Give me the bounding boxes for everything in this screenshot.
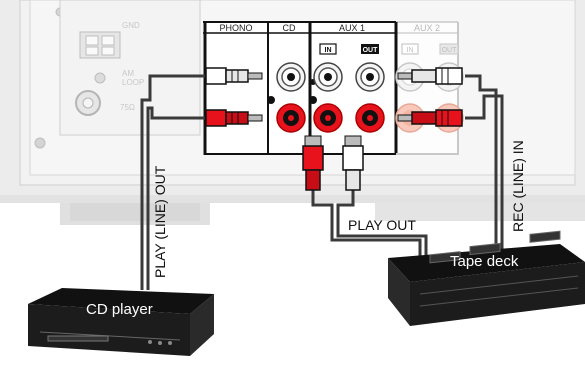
cd-white-jack-icon [276,62,306,92]
gnd-label: GND [122,21,140,30]
aux1-in-label: IN [325,47,332,54]
play-out-label: PLAY OUT [348,217,416,233]
jack-panel: PHONO CD AUX 1 AUX 2 IN OUT IN OUT [203,21,464,155]
antenna-clip-icon [85,35,99,46]
rec-in-white-plug-icon [397,67,463,85]
cables [140,74,504,290]
tape-deck-label: Tape deck [450,253,519,270]
cd-player: CD player [28,288,214,356]
play-line-out-label: PLAY (LINE) OUT [152,165,168,278]
fm-ant-label: 75Ω [120,103,135,112]
aux2-label: AUX 2 [414,23,440,33]
aux2-out-label: OUT [442,47,458,54]
play-out-white-plug-icon [342,135,364,191]
aux1-out-white-jack-icon [355,62,385,92]
aux2-in-label: IN [407,47,414,54]
tape-deck: Tape deck [388,230,585,326]
play-out-red-plug-icon [302,135,324,191]
phono-label: PHONO [219,23,252,33]
aux1-label: AUX 1 [339,23,365,33]
aux1-in-tag [319,43,337,55]
aux1-in-white-jack-icon [313,62,343,92]
aux1-out-tag [361,44,379,54]
antenna-clip-icon [101,35,115,46]
aux2-in-tag [401,43,419,55]
rec-in-red-plug-icon [397,109,463,127]
aux1-in-red-jack-icon [313,103,343,133]
rec-line-in-label: REC (LINE) IN [510,140,526,232]
cd-label: CD [283,23,296,33]
cd-player-label: CD player [86,301,153,318]
cd-white-plug-icon [205,67,263,85]
aux2-out-tag [439,43,459,55]
cd-red-plug-icon [205,109,263,127]
aux1-out-red-jack-icon [355,103,385,133]
cd-red-jack-icon [276,103,306,133]
aux1-out-label: OUT [363,47,379,54]
